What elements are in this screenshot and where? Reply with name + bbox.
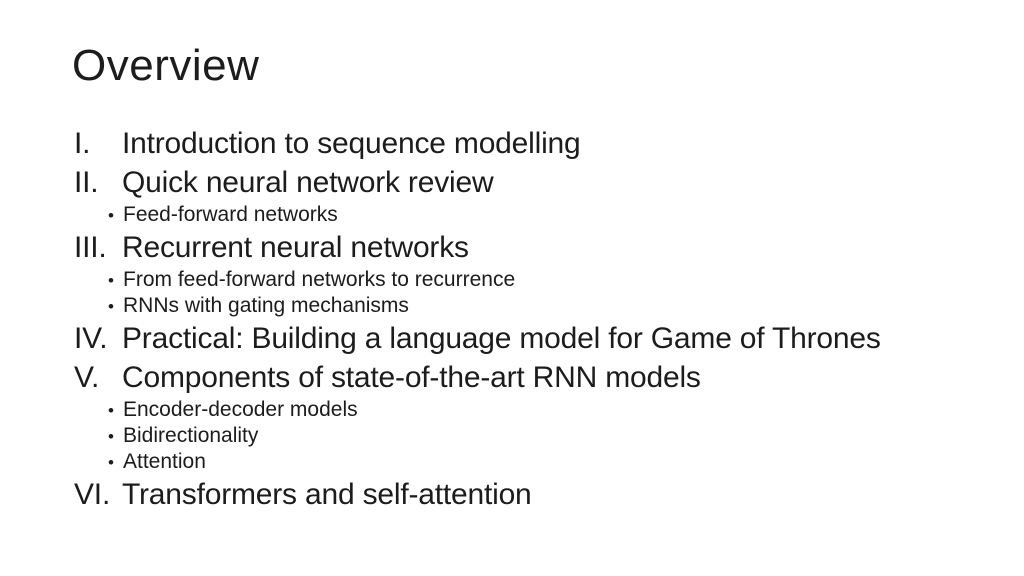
item-text: Quick neural network review: [122, 166, 494, 199]
item-text: Practical: Building a language model for…: [122, 322, 881, 355]
bullet-icon: •: [108, 453, 114, 472]
item-numeral: II.: [74, 166, 99, 199]
bullet-icon: •: [108, 427, 114, 446]
item-numeral: VI.: [74, 478, 111, 511]
outline-item-main: IV. Practical: Building a language model…: [74, 319, 1004, 358]
slide-title: Overview: [72, 41, 260, 90]
bullet-icon: •: [108, 206, 114, 225]
item-numeral: IV.: [74, 322, 108, 355]
outline-item-sub: • Feed-forward networks: [108, 202, 1004, 228]
outline-item-sub: • From feed-forward networks to recurren…: [108, 267, 1004, 293]
outline-item-sub: • Bidirectionality: [108, 423, 1004, 449]
outline-item-main: I. Introduction to sequence modelling: [74, 124, 1004, 163]
bullet-icon: •: [108, 271, 114, 290]
outline-item-main: VI. Transformers and self-attention: [74, 475, 1004, 514]
bullet-icon: •: [108, 297, 114, 316]
item-text: Introduction to sequence modelling: [122, 127, 581, 160]
outline-item-main: III. Recurrent neural networks: [74, 228, 1004, 267]
outline-item-sub: • Attention: [108, 449, 1004, 475]
item-text: RNNs with gating mechanisms: [123, 294, 409, 317]
outline-item-main: V. Components of state-of-the-art RNN mo…: [74, 358, 1004, 397]
item-numeral: I.: [74, 127, 91, 160]
item-text: Feed-forward networks: [123, 203, 338, 226]
item-text: From feed-forward networks to recurrence: [123, 268, 516, 291]
item-text: Encoder-decoder models: [123, 398, 358, 421]
item-text: Attention: [123, 450, 206, 473]
bullet-icon: •: [108, 401, 114, 420]
item-text: Transformers and self-attention: [122, 478, 532, 511]
item-text: Bidirectionality: [123, 424, 259, 447]
outline-item-main: II. Quick neural network review: [74, 163, 1004, 202]
item-numeral: V.: [74, 361, 100, 394]
item-numeral: III.: [74, 231, 107, 264]
outline-list: I. Introduction to sequence modelling II…: [74, 124, 1004, 514]
outline-item-sub: • RNNs with gating mechanisms: [108, 293, 1004, 319]
outline-item-sub: • Encoder-decoder models: [108, 397, 1004, 423]
item-text: Components of state-of-the-art RNN model…: [122, 361, 701, 394]
item-text: Recurrent neural networks: [122, 231, 469, 264]
